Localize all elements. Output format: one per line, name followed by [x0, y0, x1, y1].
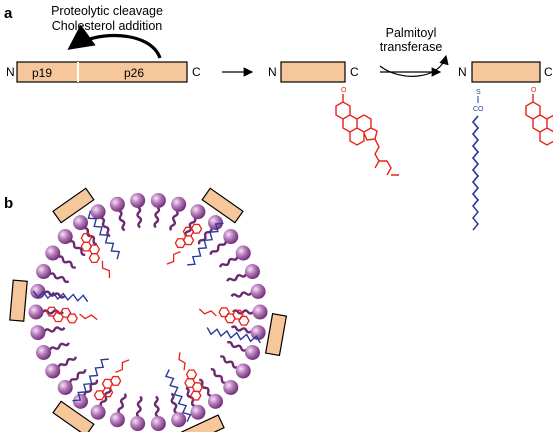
- step2-c-terminus: C: [350, 65, 359, 79]
- lipid-tail: [210, 368, 226, 384]
- lipid-head: [223, 229, 239, 245]
- lipid-head: [171, 196, 187, 212]
- process-caption-line1: Proteolytic cleavage: [51, 4, 163, 18]
- lipid-tail: [153, 206, 161, 229]
- membrane-protein: [52, 187, 121, 278]
- lipid-head: [235, 245, 251, 261]
- lipid-head: [90, 204, 106, 220]
- lipid-head: [73, 215, 89, 231]
- lipid-head: [57, 229, 73, 245]
- lipid-tail: [136, 206, 143, 229]
- enzyme-label-line2: transferase: [380, 40, 443, 54]
- lipid-head: [36, 344, 52, 360]
- panel-a: a Proteolytic cleavage Cholesterol addit…: [4, 4, 553, 231]
- lipid-head: [130, 416, 146, 432]
- lipid-head: [244, 344, 260, 360]
- lipid-head: [250, 325, 266, 341]
- lipid-tail: [100, 216, 111, 238]
- step3-sulfur: S: [476, 89, 481, 96]
- lipid-tail: [70, 240, 86, 256]
- lipid-head: [250, 283, 266, 299]
- lipid-head: [109, 196, 125, 212]
- lipid-head: [190, 204, 206, 220]
- step2-n-terminus: N: [268, 65, 277, 79]
- lipid-head: [30, 283, 46, 299]
- lipid-head: [109, 412, 125, 428]
- lipid-head: [45, 363, 61, 379]
- lipid-tail: [169, 210, 179, 231]
- lipid-head: [45, 245, 61, 261]
- step3-oxygen: O: [531, 87, 537, 94]
- lipid-head: [244, 264, 260, 280]
- palmitoylation-arrow: [379, 54, 449, 77]
- lipid-head: [36, 264, 52, 280]
- lipid-tail: [209, 241, 227, 255]
- membrane-protein: [9, 279, 98, 324]
- lipid-tail: [199, 378, 212, 397]
- lipid-head: [171, 412, 187, 428]
- lipid-head: [90, 404, 106, 420]
- segment-p19-label: p19: [32, 66, 52, 80]
- panel-a-label: a: [4, 5, 13, 22]
- step3-c-terminus: C: [544, 65, 553, 79]
- step3-n-terminus: N: [458, 65, 467, 79]
- lipid-head: [30, 325, 46, 341]
- panel-b: b: [4, 187, 288, 432]
- lipid-tail: [49, 272, 70, 284]
- lipid-head: [207, 393, 223, 409]
- lipid-tail: [219, 256, 239, 268]
- step3-cholesterol: [525, 93, 553, 176]
- lipid-head: [190, 404, 206, 420]
- lipid-head: [207, 215, 223, 231]
- lipid-tail: [153, 395, 160, 418]
- lipid-head: [57, 379, 73, 395]
- process-caption-line2: Cholesterol addition: [52, 19, 163, 33]
- lipid-tail: [230, 325, 252, 334]
- membrane-protein: [52, 358, 130, 432]
- step3-carbonyl: CO: [473, 106, 484, 113]
- lipid-vesicle: [28, 192, 268, 432]
- lipid-tail: [226, 273, 248, 282]
- lipid-head: [150, 192, 166, 208]
- lipid-head: [223, 379, 239, 395]
- enzyme-label-line1: Palmitoyl: [386, 26, 437, 40]
- segment-p26-label: p26: [124, 66, 144, 80]
- lipid-tail: [226, 340, 247, 352]
- membrane-protein: [166, 187, 244, 266]
- lipid-head: [130, 192, 146, 208]
- lipid-tail: [69, 369, 87, 383]
- membrane-protein: [164, 352, 225, 432]
- lipid-tail: [219, 355, 238, 369]
- membrane-protein: [198, 307, 288, 357]
- lipid-tail: [170, 392, 178, 415]
- precursor-n-terminus: N: [6, 65, 15, 79]
- step2-oxygen: O: [341, 87, 347, 94]
- vesicle-proteins: [9, 187, 288, 432]
- lipid-head: [252, 304, 268, 320]
- cleavage-curved-arrow: [67, 24, 162, 59]
- lipid-head: [28, 304, 44, 320]
- lipid-tail: [135, 395, 143, 418]
- precursor-protein: N p19 p26 C: [6, 61, 201, 83]
- lipid-tail: [230, 291, 253, 298]
- lipid-tail: [117, 393, 127, 414]
- lipid-tail: [43, 326, 66, 333]
- lipid-tail: [58, 255, 77, 269]
- cholesterol-molecule: [335, 93, 400, 176]
- lipid-head: [73, 393, 89, 409]
- lipid-tail: [48, 342, 70, 351]
- lipid-tail: [185, 386, 196, 408]
- panel-b-label: b: [4, 195, 13, 212]
- dual-lipidated-protein: N C S CO O: [458, 61, 553, 231]
- lipid-tail: [57, 356, 77, 368]
- cholesterol-modified-protein: N C O: [268, 61, 400, 176]
- precursor-c-terminus: C: [192, 65, 201, 79]
- lipid-head: [150, 416, 166, 432]
- lipid-tail: [118, 209, 126, 232]
- lipid-head: [235, 363, 251, 379]
